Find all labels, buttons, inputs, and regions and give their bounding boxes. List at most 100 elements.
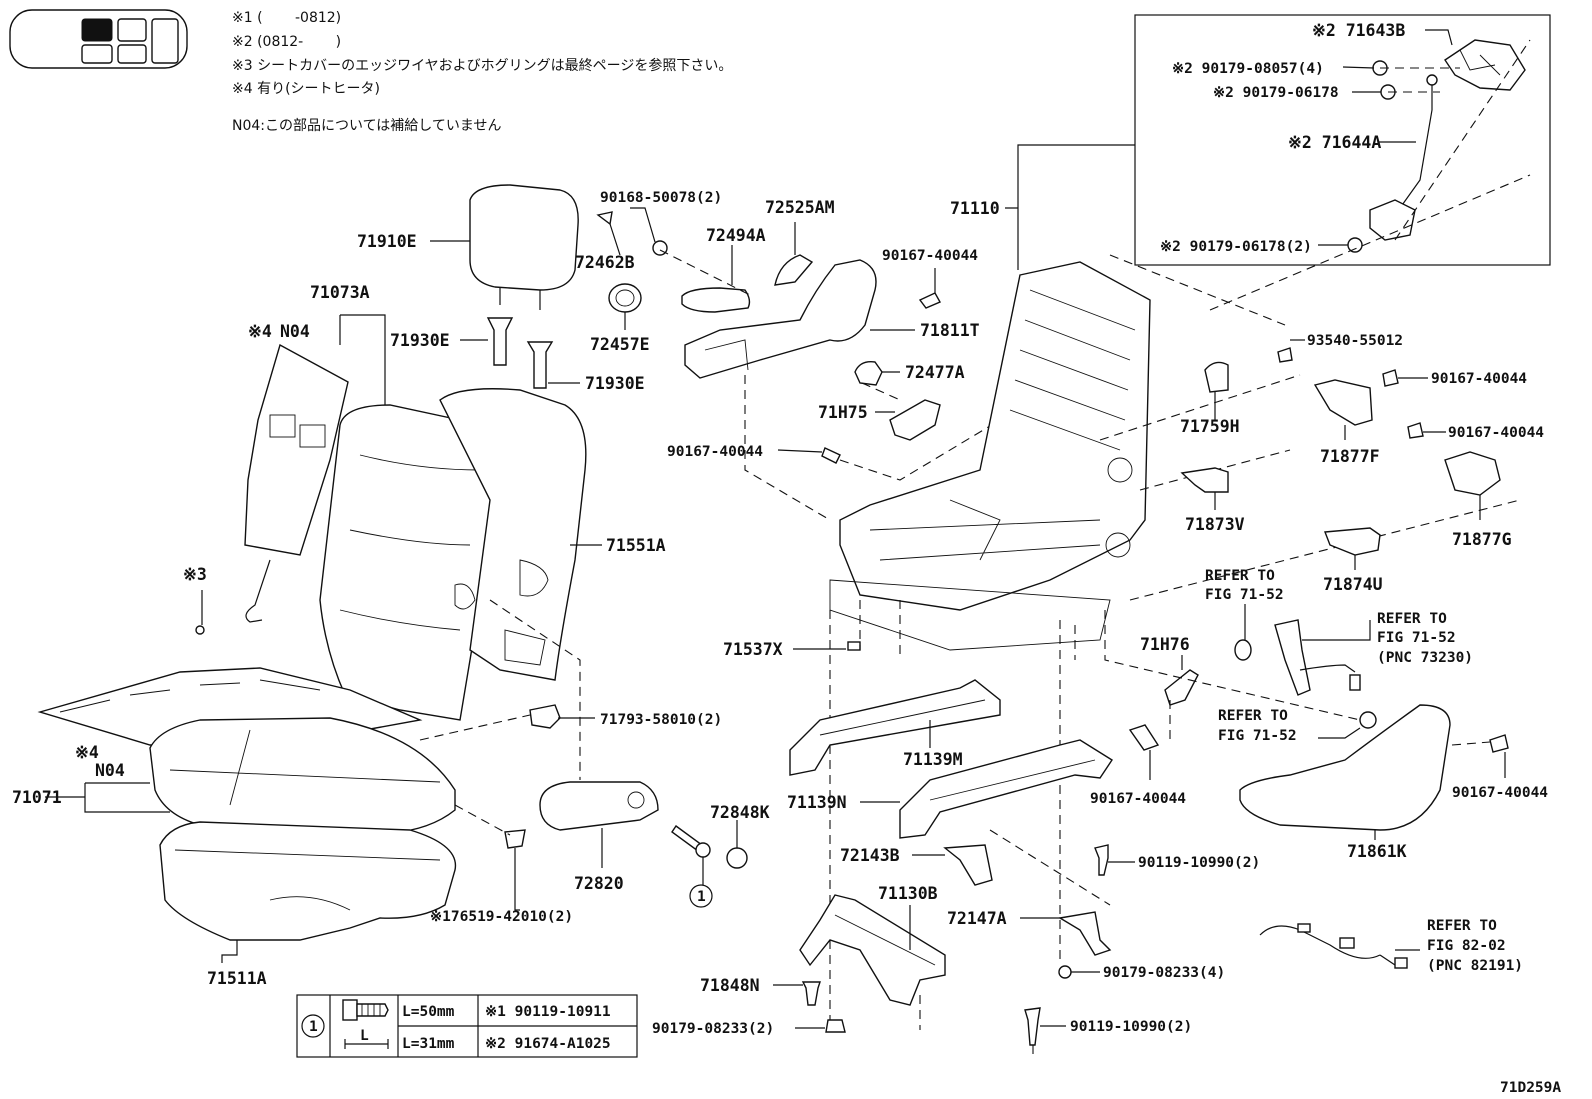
- headrest-part: [469, 184, 579, 310]
- screw-90167-c-part: [1382, 369, 1399, 387]
- refer-2-line3: (PNC 73230): [1377, 650, 1473, 666]
- bracket-72147A-part: [1058, 911, 1112, 956]
- label-90167-d: 90167-40044: [1448, 425, 1544, 441]
- note-2: ※2 (0812- ): [232, 34, 341, 50]
- seatback-heater-part: [244, 343, 349, 623]
- label-71861K: 71861K: [1347, 842, 1407, 861]
- label-90167-a: 90167-40044: [882, 248, 978, 264]
- inset-box: [1134, 14, 1551, 266]
- table-key-circle: [301, 1014, 325, 1038]
- shield-71811T-part: [684, 259, 877, 379]
- label-71877G: 71877G: [1452, 530, 1512, 549]
- label-90119-10990-b: 90119-10990(2): [1070, 1019, 1192, 1035]
- note-1: ※1 ( -0812): [232, 10, 341, 26]
- bolt-cap-parts: [671, 825, 748, 869]
- label-90179-06178-2: ※2 90179-06178(2): [1160, 239, 1312, 255]
- label-90119-10990-a: 90119-10990(2): [1138, 855, 1260, 871]
- note-4: ※4 有り(シートヒータ): [232, 81, 380, 97]
- label-90167-b: 90167-40044: [667, 444, 763, 460]
- label-90179-08233-2: 90179-08233(2): [652, 1021, 774, 1037]
- label-71073A: 71073A: [310, 283, 370, 302]
- refer-4-line2: FIG 82-02: [1427, 938, 1506, 954]
- label-71643B: ※2 71643B: [1312, 21, 1405, 40]
- screw-90167-d-part: [1407, 422, 1424, 439]
- cover-71759H-part: [1204, 361, 1229, 393]
- label-71930E-2: 71930E: [585, 374, 645, 393]
- clip-93540-part: [1277, 347, 1293, 363]
- screw-90168-part: [596, 211, 668, 256]
- bracket-71874U-part: [1324, 527, 1381, 556]
- cover-71877F-part: [1313, 379, 1373, 426]
- table-row2-part: ※2 91674-A1025: [485, 1036, 611, 1052]
- bolt-90119-a-part: [1094, 844, 1109, 876]
- label-72462B: 72462B: [575, 253, 635, 272]
- refer-1-line2: FIG 71-52: [1205, 587, 1284, 603]
- label-71874U: 71874U: [1323, 575, 1383, 594]
- label-76519-42010: ※176519-42010(2): [430, 909, 573, 925]
- label-72457E: 72457E: [590, 335, 650, 354]
- label-90167-c: 90167-40044: [1431, 371, 1527, 387]
- label-90168-50078: 90168-50078(2): [600, 190, 722, 206]
- label-72143B: 72143B: [840, 846, 900, 865]
- screw-90167-b-part: [821, 447, 841, 464]
- label-71848N: 71848N: [700, 976, 760, 995]
- label-n04-bot: N04: [95, 761, 125, 780]
- screw-90167-f-part: [1489, 734, 1509, 753]
- label-note4-bot: ※4: [75, 743, 99, 762]
- note-n04: N04:この部品については補給していません: [232, 118, 501, 134]
- seat-frame-part: [829, 261, 1151, 651]
- label-71759H: 71759H: [1180, 417, 1240, 436]
- label-71930E-1: 71930E: [390, 331, 450, 350]
- bracket-72143B-part: [943, 844, 993, 886]
- table-row1-length: L=50mm: [402, 1004, 455, 1020]
- label-72848K: 72848K: [710, 803, 770, 822]
- screw-90167-a-part: [918, 292, 941, 309]
- seatback-pad-part: [439, 388, 587, 681]
- refer-3-line2: FIG 71-52: [1218, 728, 1297, 744]
- label-90167-e: 90167-40044: [1090, 791, 1186, 807]
- label-72147A: 72147A: [947, 909, 1007, 928]
- label-71H76: 71H76: [1140, 635, 1190, 654]
- label-71139M: 71139M: [903, 750, 963, 769]
- nut-90179-08233-2-part: [825, 1019, 846, 1033]
- label-note4-top: ※4: [248, 322, 272, 341]
- note-3: ※3 シートカバーのエッジワイヤおよびホグリングは最終ページを参照下さい。: [232, 57, 732, 74]
- ref-circle-1: [689, 884, 713, 908]
- refer-3-line1: REFER TO: [1218, 708, 1288, 724]
- hog-ring-part: [504, 829, 526, 849]
- pin-71537X-part: [847, 641, 861, 651]
- label-71071: 71071: [12, 788, 62, 807]
- label-90179-08057: ※2 90179-08057(4): [1172, 61, 1324, 77]
- headrest-guide-parts: [486, 317, 554, 389]
- side-shield-71861K-part: [1239, 704, 1451, 831]
- nut-90179-08233-4-part: [1058, 965, 1072, 979]
- label-71793-58010: 71793-58010(2): [600, 712, 722, 728]
- label-note3: ※3: [183, 565, 207, 584]
- label-93540-55012: 93540-55012: [1307, 333, 1403, 349]
- table-row2-length: L=31mm: [402, 1036, 455, 1052]
- cover-72477A-part: [854, 361, 883, 386]
- label-90179-06178: ※2 90179-06178: [1213, 85, 1339, 101]
- cover-71877G-part: [1444, 451, 1501, 496]
- table-key-number: 1: [309, 1019, 318, 1035]
- pin-71848N-part: [801, 981, 821, 1006]
- rail-71139M-part: [789, 679, 1001, 776]
- lever-72494A-part: [681, 287, 751, 313]
- label-71873V: 71873V: [1185, 515, 1245, 534]
- refer-4-line1: REFER TO: [1427, 918, 1497, 934]
- refer-2-line1: REFER TO: [1377, 611, 1447, 627]
- label-90167-f: 90167-40044: [1452, 785, 1548, 801]
- bolt-90119-b-part: [1024, 1007, 1041, 1046]
- table-row1-part: ※1 90119-10911: [485, 1004, 611, 1020]
- label-90179-08233-4: 90179-08233(4): [1103, 965, 1225, 981]
- label-71H75: 71H75: [818, 403, 868, 422]
- label-71110: 71110: [950, 199, 1000, 218]
- label-71551A: 71551A: [606, 536, 666, 555]
- figure-id: 71D259A: [1500, 1080, 1561, 1096]
- wire-harness-part: [1259, 923, 1408, 969]
- ref-circle-1-number: 1: [697, 889, 706, 905]
- seat-cushion-pad-part: [159, 821, 457, 941]
- rail-71139N-part: [899, 739, 1113, 839]
